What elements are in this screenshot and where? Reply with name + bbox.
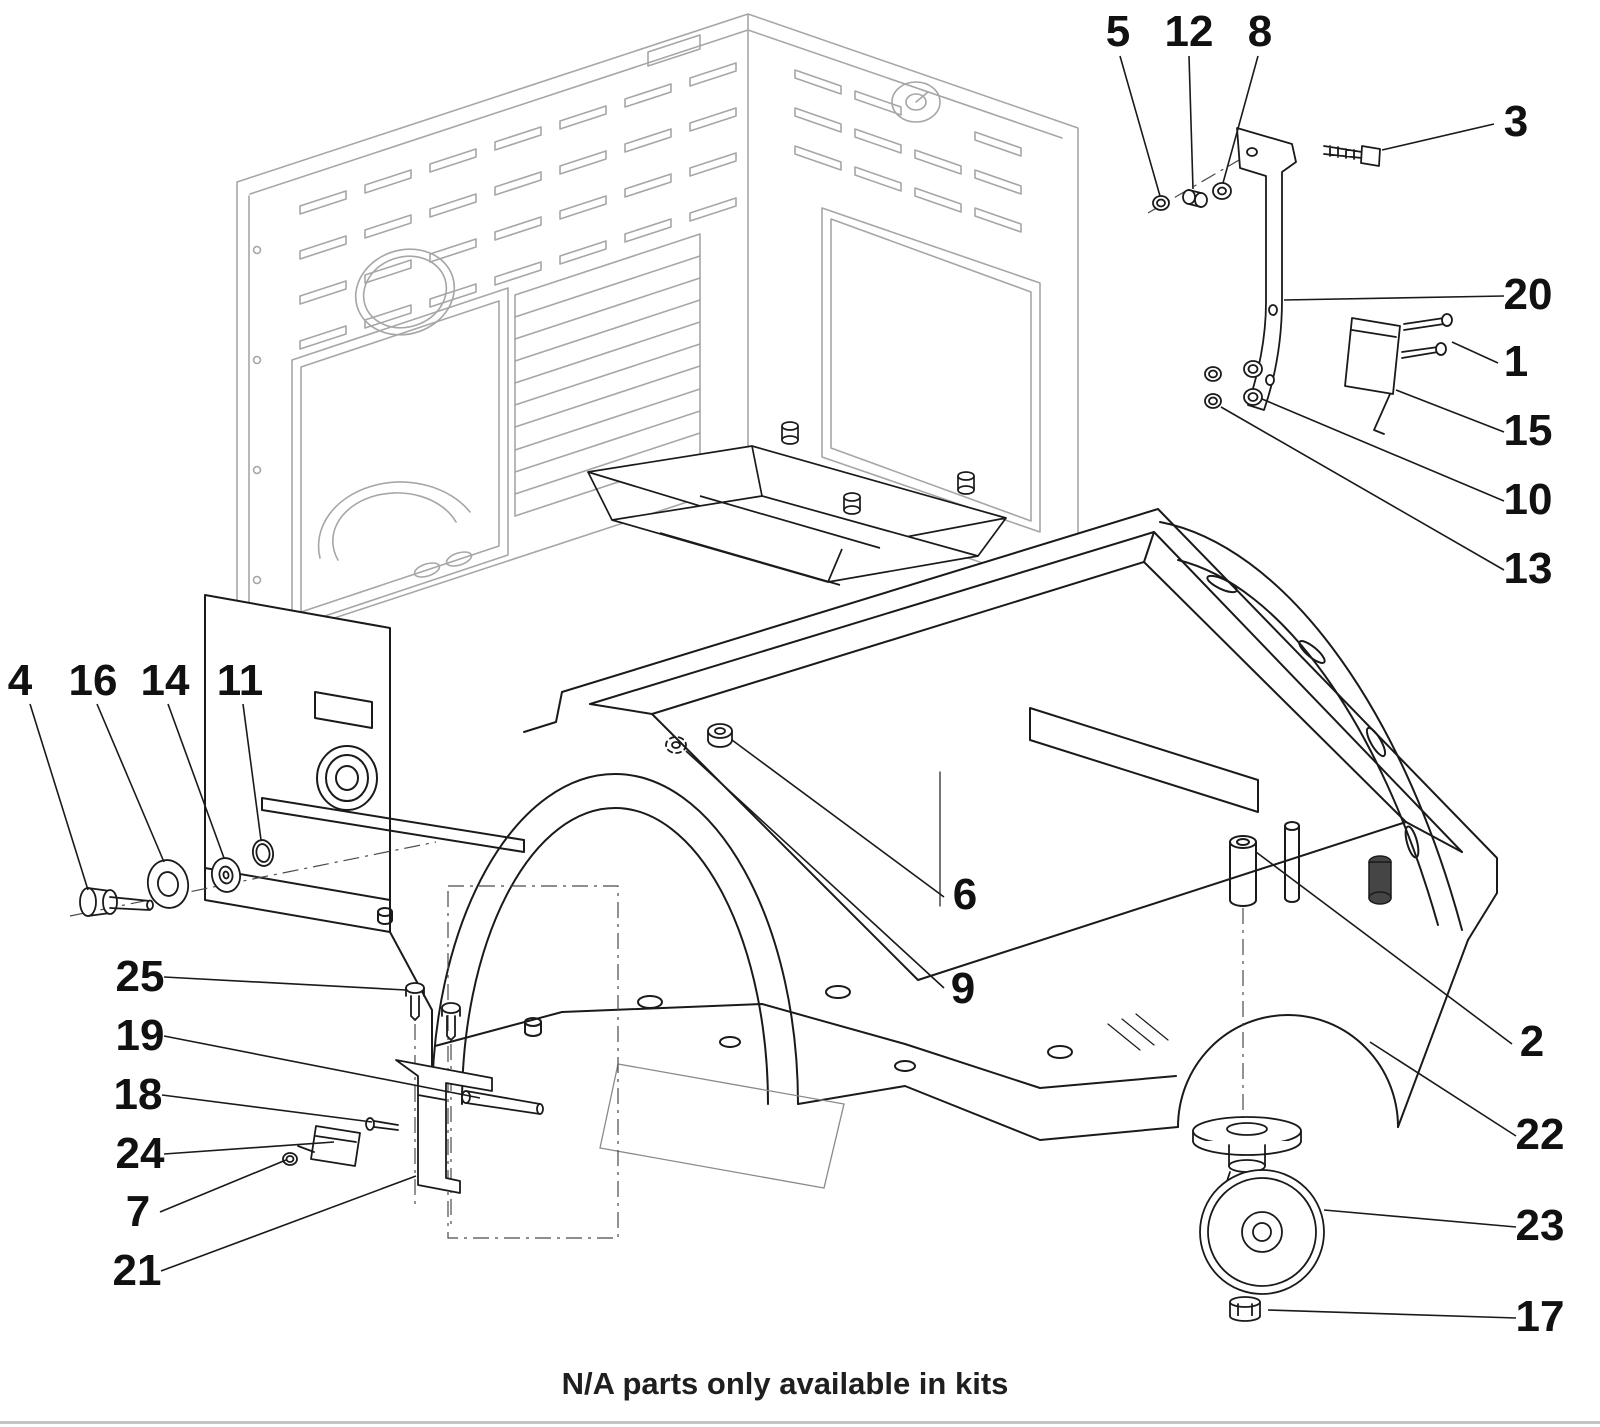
callout-17: 17	[1515, 1292, 1565, 1341]
callout-19: 19	[115, 1011, 165, 1060]
callout-6: 6	[952, 870, 978, 919]
callout-23: 23	[1515, 1201, 1565, 1250]
callout-18: 18	[113, 1070, 163, 1119]
leader-line	[1267, 1309, 1517, 1319]
callout-5: 5	[1105, 7, 1131, 56]
leader-line	[1119, 55, 1161, 197]
callout-15: 15	[1503, 406, 1553, 455]
leader-line	[1188, 55, 1194, 190]
leader-line	[29, 703, 89, 891]
top-tray-drawing	[587, 421, 1007, 586]
leader-line	[160, 1175, 417, 1272]
callout-9: 9	[950, 964, 976, 1013]
hardware-right-drawing	[1152, 127, 1453, 435]
callout-7: 7	[125, 1187, 151, 1236]
callout-25: 25	[115, 952, 165, 1001]
leader-line	[163, 1035, 481, 1099]
callout-20: 20	[1503, 270, 1553, 319]
leader-line	[1261, 398, 1505, 502]
leader-line	[685, 750, 945, 989]
leader-line	[161, 1094, 373, 1123]
callout-13: 13	[1503, 544, 1553, 593]
hardware-lower-left-drawing	[282, 982, 544, 1194]
axis-lines	[69, 155, 1247, 1239]
leader-line	[1222, 55, 1259, 184]
leader-line	[159, 1159, 287, 1213]
leader-line	[1323, 1209, 1517, 1228]
callout-1: 1	[1503, 337, 1529, 386]
callout-21: 21	[112, 1246, 162, 1295]
leader-line	[96, 703, 165, 863]
diagram-caption: N/A parts only available in kits	[561, 1366, 1009, 1401]
leader-line	[1395, 389, 1505, 433]
leader-line	[731, 739, 945, 898]
leader-line	[1255, 851, 1513, 1045]
callout-24: 24	[115, 1129, 165, 1178]
callout-14: 14	[140, 656, 190, 705]
callout-11: 11	[216, 656, 264, 705]
leader-line	[167, 703, 225, 859]
mid-fasteners-drawing	[665, 723, 733, 754]
caster-wheel-drawing	[1192, 1116, 1325, 1322]
callout-8: 8	[1247, 7, 1273, 56]
leader-line	[163, 976, 407, 991]
leader-line	[163, 1141, 335, 1155]
upper-frame-drawing	[236, 13, 1079, 651]
flap-drawing	[599, 1063, 845, 1189]
bottom-divider	[0, 1421, 1600, 1424]
leader-line	[1220, 406, 1505, 571]
leader-line	[242, 703, 262, 841]
leader-line	[1283, 295, 1505, 301]
leader-line	[1369, 1041, 1517, 1137]
callout-2: 2	[1519, 1017, 1545, 1066]
callout-16: 16	[68, 656, 118, 705]
chassis-drawing	[204, 508, 1498, 1141]
hardware-left-drawing	[79, 839, 275, 917]
callout-3: 3	[1503, 97, 1529, 146]
callout-12: 12	[1164, 7, 1214, 56]
leader-lines	[29, 55, 1517, 1319]
leader-line	[1381, 123, 1495, 151]
callout-10: 10	[1503, 475, 1553, 524]
callout-4: 4	[7, 656, 33, 705]
leader-line	[1451, 341, 1499, 364]
callout-22: 22	[1515, 1110, 1565, 1159]
